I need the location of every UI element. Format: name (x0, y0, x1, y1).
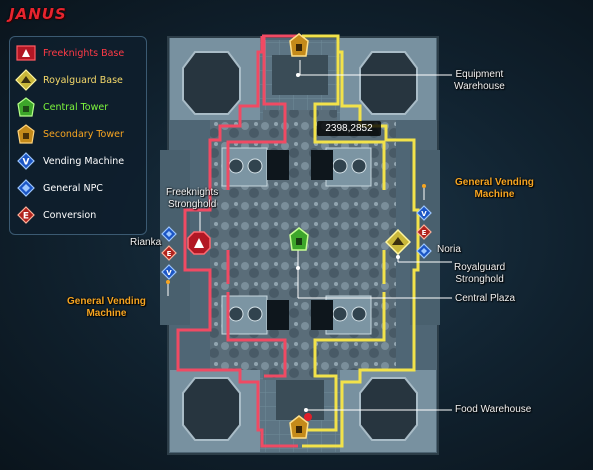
svg-text:V: V (166, 269, 172, 277)
coordinate-readout: 2398,2852 (317, 121, 381, 136)
vending-machine-icon: V (15, 150, 37, 172)
label-rianka: Rianka (130, 237, 162, 248)
legend-item-secondary-tower: Secondary Tower (15, 123, 124, 145)
freeknights-territory-outline (176, 36, 298, 448)
conversion-icon: E (15, 204, 37, 226)
svg-text:E: E (23, 212, 29, 222)
label-food-warehouse: Food Warehouse (455, 404, 532, 415)
legend-item-freeknights-base: Freeknights Base (15, 42, 124, 64)
label-noria: Noria (437, 244, 461, 255)
label-equipment-warehouse: Equipment Warehouse (454, 69, 505, 92)
map-terrain (160, 36, 440, 455)
svg-text:E: E (167, 250, 172, 258)
svg-text:E: E (422, 229, 427, 237)
general-npc-icon (15, 177, 37, 199)
legend-item-royalguard-base: Royalguard Base (15, 69, 123, 91)
label-freeknights-stronghold: Freeknights Stronghold (166, 187, 219, 210)
label-central-plaza: Central Plaza (455, 293, 516, 304)
legend-item-conversion: E Conversion (15, 204, 96, 226)
svg-text:V: V (23, 158, 30, 168)
svg-text:V: V (421, 210, 427, 218)
legend-item-central-tower: Central Tower (15, 96, 108, 118)
legend-item-general-npc: General NPC (15, 177, 103, 199)
label-general-vending-machine-left: General Vending Machine (67, 296, 146, 319)
royalguard-territory-outline (302, 34, 386, 432)
royalguard-base-icon (15, 69, 37, 91)
legend-item-vending-machine: V Vending Machine (15, 150, 124, 172)
legend-panel: Freeknights Base Royalguard Base Central… (9, 36, 147, 235)
freeknights-base-icon (15, 42, 37, 64)
secondary-tower-icon (15, 123, 37, 145)
label-royalguard-stronghold: Royalguard Stronghold (454, 262, 506, 285)
map-title: JANUS (9, 5, 67, 23)
label-general-vending-machine-right: General Vending Machine (455, 177, 534, 200)
central-tower-icon (15, 96, 37, 118)
